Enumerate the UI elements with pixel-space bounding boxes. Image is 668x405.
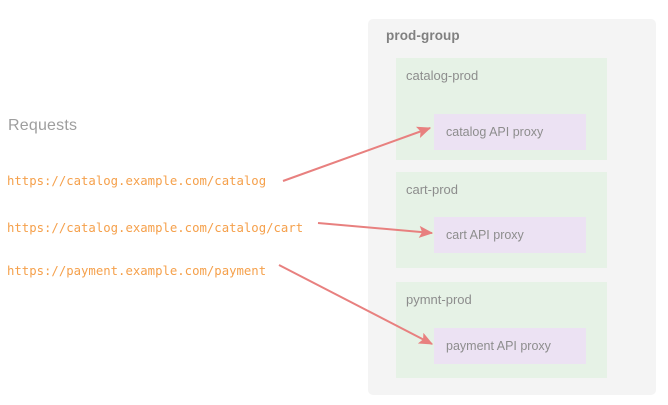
environment-title-pymnt-prod: pymnt-prod <box>406 292 472 307</box>
api-proxy-box-catalog: catalog API proxy <box>434 114 586 150</box>
requests-heading: Requests <box>8 117 78 134</box>
api-proxy-box-payment: payment API proxy <box>434 328 586 364</box>
api-proxy-label-catalog: catalog API proxy <box>446 125 544 139</box>
api-proxy-label-cart: cart API proxy <box>446 228 524 242</box>
request-url-catalog: https://catalog.example.com/catalog <box>7 174 267 188</box>
environment-title-cart-prod: cart-prod <box>406 182 459 197</box>
request-url-payment: https://payment.example.com/payment <box>7 264 267 278</box>
requests-section: Requests https://catalog.example.com/cat… <box>7 117 304 278</box>
prod-group-panel: prod-group catalog-prod catalog API prox… <box>368 19 656 395</box>
environment-box-catalog-prod: catalog-prod catalog API proxy <box>396 58 607 160</box>
api-proxy-label-payment: payment API proxy <box>446 339 551 353</box>
request-url-catalog-cart: https://catalog.example.com/catalog/cart <box>7 221 304 235</box>
environment-title-catalog-prod: catalog-prod <box>406 68 479 83</box>
environment-box-pymnt-prod: pymnt-prod payment API proxy <box>396 282 607 378</box>
api-proxy-box-cart: cart API proxy <box>434 217 586 253</box>
prod-group-title: prod-group <box>386 28 460 43</box>
environment-box-cart-prod: cart-prod cart API proxy <box>396 172 607 268</box>
